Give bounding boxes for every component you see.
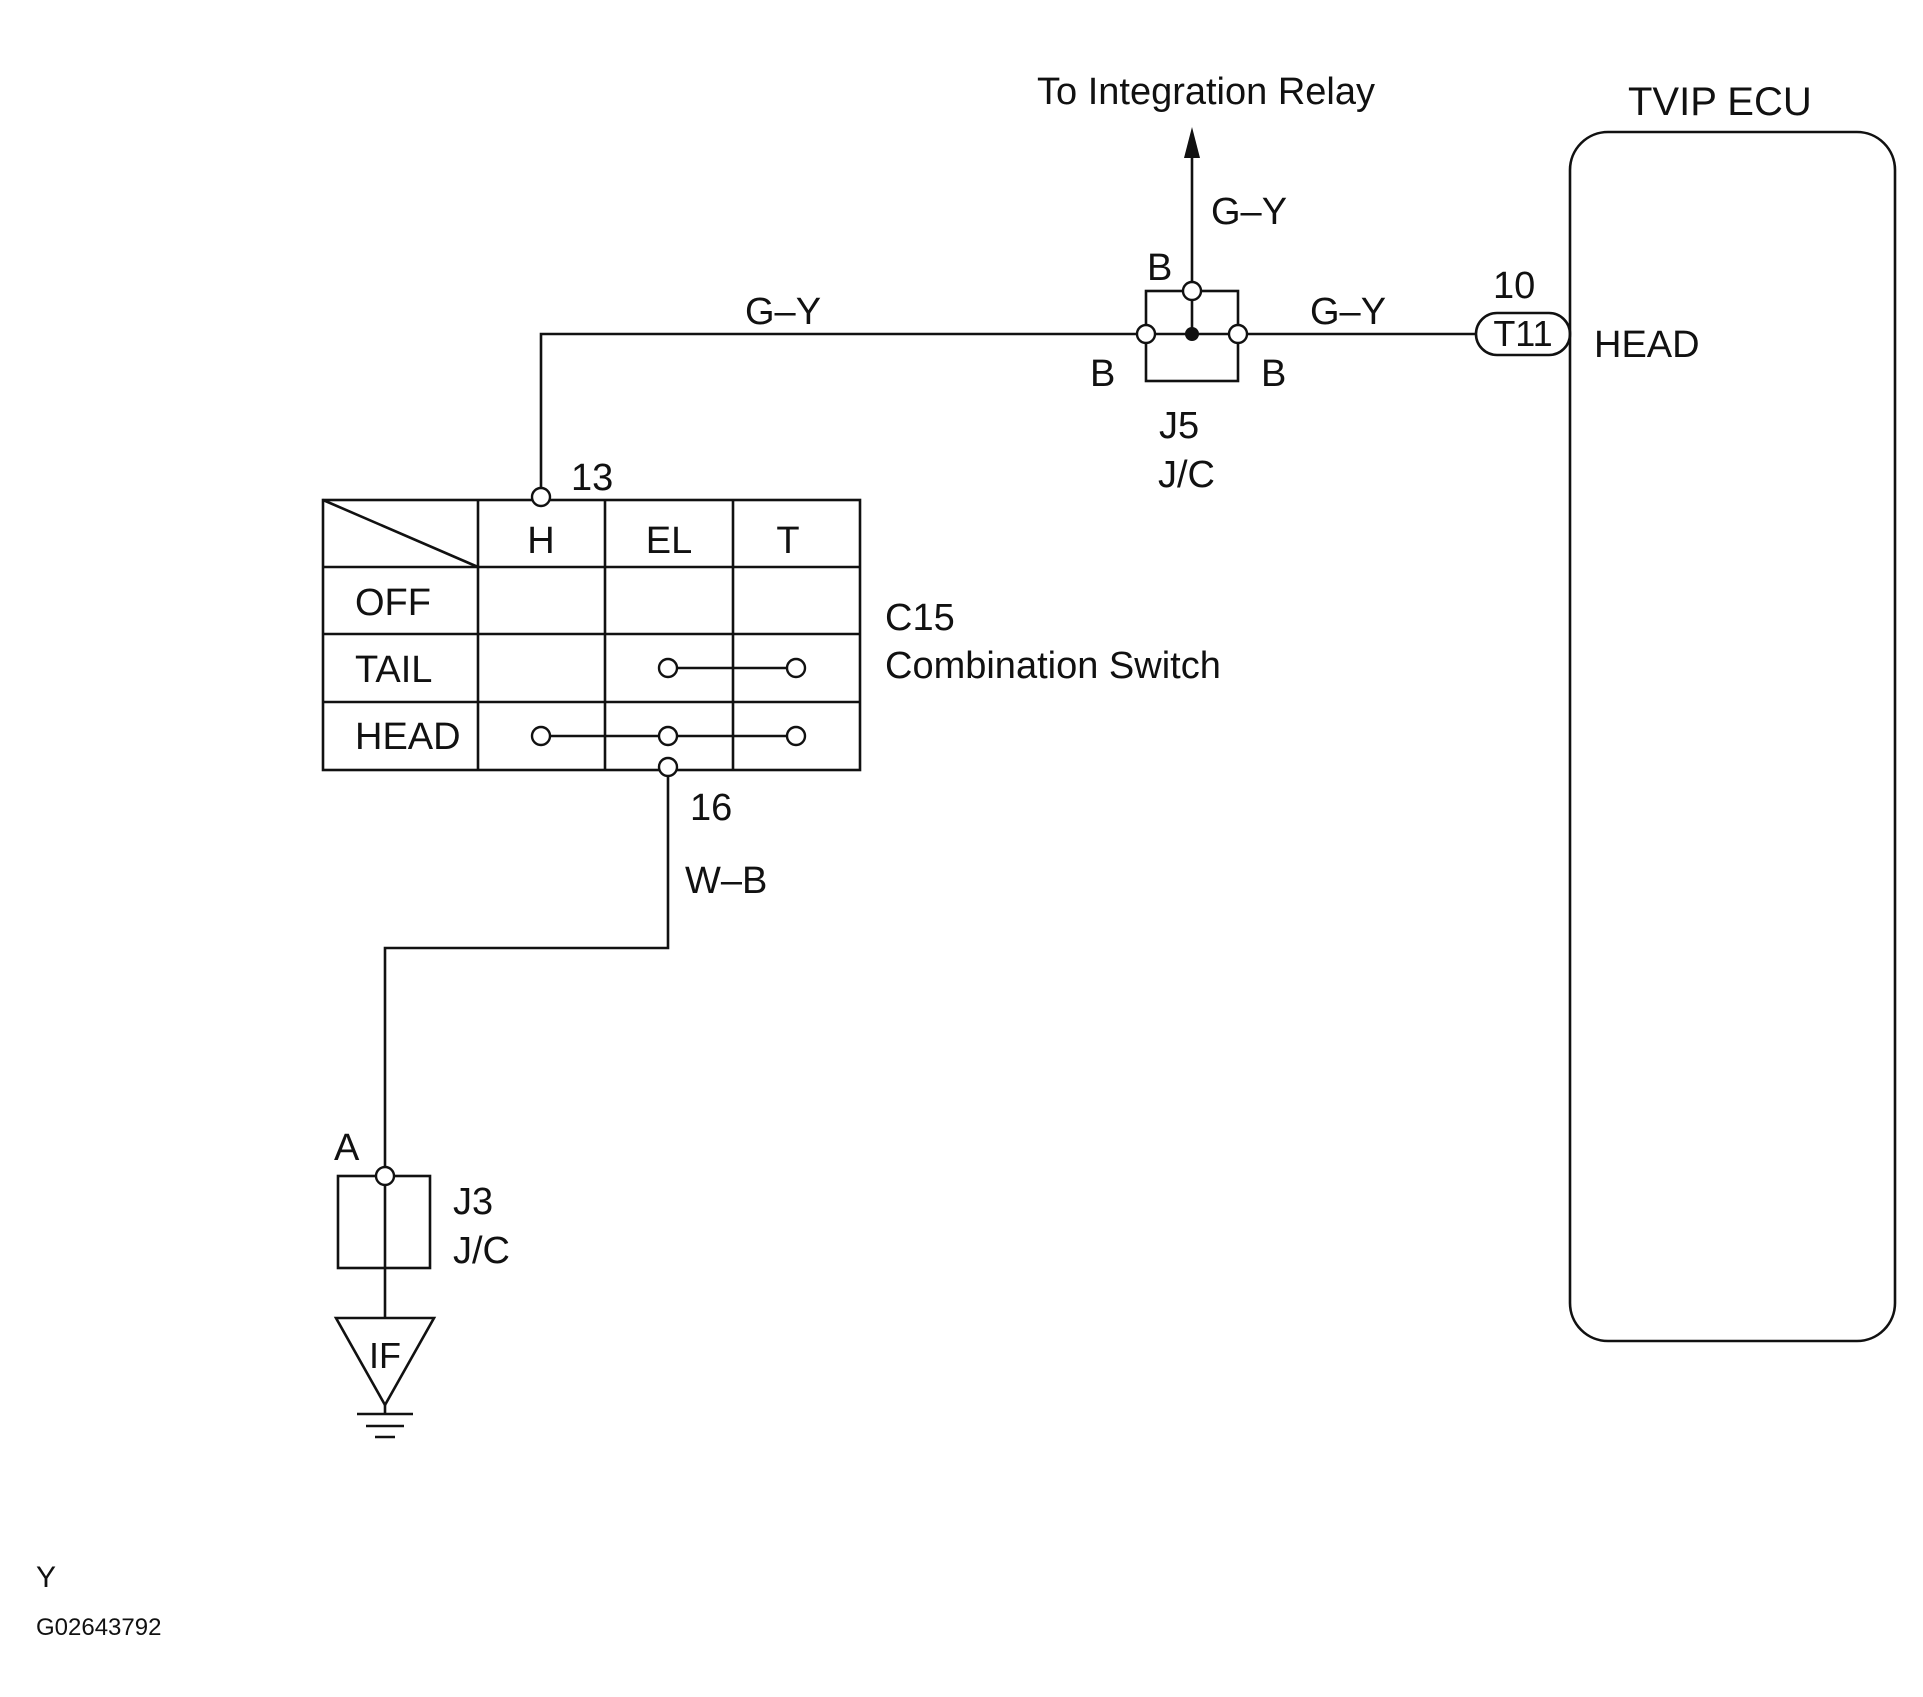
ecu-connector [1474, 311, 1572, 357]
j5-pin-left [1135, 323, 1157, 345]
switch-pin-16-label: 16 [690, 787, 732, 829]
head-h-terminal [530, 725, 552, 747]
ground-ground-point: IF [333, 1316, 437, 1439]
wire-color-jc-to-ecu: G–Y [1310, 291, 1386, 333]
switch-id: C15 [885, 597, 955, 639]
ecu-title: TVIP ECU [1628, 80, 1812, 124]
wire-color-switch-to-jc: G–Y [745, 291, 821, 333]
junction-connector-j5: B B B J5 J/C [1090, 247, 1286, 496]
j3-pin-a [374, 1165, 396, 1187]
switch-row-head: HEAD [355, 716, 461, 758]
head-t-terminal [785, 725, 807, 747]
j5-name: J5 [1159, 405, 1199, 447]
j5-pin-left-label: B [1090, 353, 1115, 395]
switch-col-h: H [527, 520, 554, 562]
j5-type: J/C [1158, 454, 1215, 496]
ecu-terminal-label: HEAD [1594, 324, 1700, 366]
switch-pin-16 [657, 756, 679, 778]
footer-code: G02643792 [36, 1614, 161, 1641]
switch-row-off: OFF [355, 582, 431, 624]
switch-name: Combination Switch [885, 645, 1221, 687]
tail-el-terminal [657, 657, 679, 679]
switch-pin-13-label: 13 [571, 457, 613, 499]
wires [383, 150, 1476, 1318]
ground-code: IF [369, 1335, 401, 1376]
footer-letter: Y [36, 1561, 56, 1594]
switch-header-diagonal [322, 498, 479, 569]
switch-row-tail: TAIL [355, 649, 432, 691]
j5-junction-dot [1185, 327, 1199, 341]
j5-pin-right [1227, 323, 1249, 345]
j5-pin-right-label: B [1261, 353, 1286, 395]
switch-pin-13 [530, 486, 552, 508]
tail-t-terminal [785, 657, 807, 679]
j3-type: J/C [453, 1230, 510, 1272]
j5-pin-top-label: B [1147, 247, 1172, 289]
j5-pin-top [1181, 280, 1203, 302]
j3-pin-label: A [334, 1127, 360, 1169]
junction-connector-j3: A J3 J/C [334, 1127, 510, 1272]
wire-color-switch-to-ground: W–B [685, 860, 767, 902]
ground-triangle-icon [333, 1316, 437, 1408]
switch-col-el: EL [646, 520, 692, 562]
wire-switch-to-j3 [383, 767, 670, 1176]
wire-switch-to-j5 [539, 332, 1146, 497]
wire-color-jc-to-relay: G–Y [1211, 191, 1287, 233]
ecu-connector-label: T11 [1493, 313, 1552, 354]
switch-col-t: T [776, 520, 799, 562]
ecu-body [1568, 130, 1897, 1343]
to-integration-relay-label: To Integration Relay [1037, 71, 1375, 113]
arrow-up-icon [1184, 127, 1200, 158]
combination-switch: H EL T OFF TAIL HEAD 13 16 C15 Combinati… [321, 457, 1221, 829]
ecu-pin-number: 10 [1493, 265, 1535, 307]
head-el-terminal [657, 725, 679, 747]
j3-name: J3 [453, 1181, 493, 1223]
tvip-ecu: TVIP ECU 10 T11 HEAD [1474, 80, 1897, 1343]
